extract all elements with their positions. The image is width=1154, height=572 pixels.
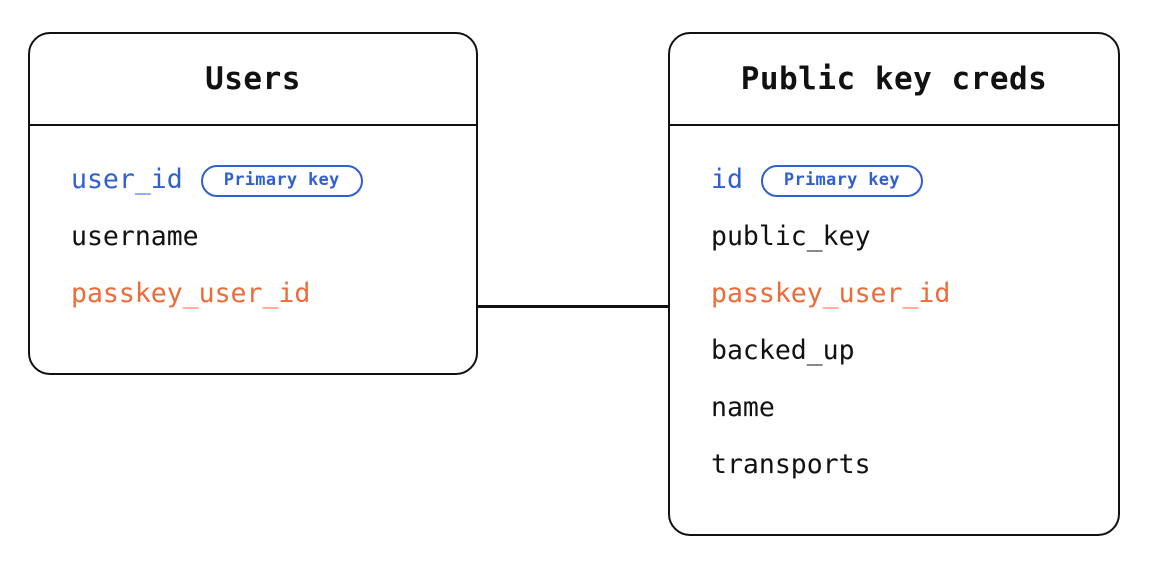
primary-key-badge-label: Primary key (223, 170, 340, 190)
field-name-username: username (71, 221, 199, 253)
field-row-backed-up[interactable]: backed_up (711, 323, 1118, 380)
field-row-name[interactable]: name (711, 380, 1118, 437)
primary-key-badge: Primary key (200, 164, 363, 197)
field-row-id[interactable]: id Primary key (711, 152, 1118, 209)
entity-public-key-creds-title: Public key creds (740, 61, 1048, 97)
relationship-connector-users-to-public-key-creds[interactable] (476, 305, 670, 308)
entity-public-key-creds[interactable]: Public key creds id Primary key public_k… (668, 32, 1120, 536)
entity-users-field-list: user_id Primary key username passkey_use… (30, 126, 476, 373)
field-name-name: name (711, 392, 775, 424)
field-name-passkey-user-id: passkey_user_id (71, 278, 311, 310)
entity-public-key-creds-header: Public key creds (670, 34, 1118, 126)
entity-public-key-creds-field-list: id Primary key public_key passkey_user_i… (670, 126, 1118, 534)
field-name-passkey-user-id: passkey_user_id (711, 278, 951, 310)
primary-key-badge: Primary key (760, 164, 923, 197)
field-row-public-key[interactable]: public_key (711, 209, 1118, 266)
entity-users[interactable]: Users user_id Primary key username passk… (28, 32, 478, 375)
field-name-transports: transports (711, 449, 871, 481)
field-row-username[interactable]: username (71, 209, 476, 266)
field-row-passkey-user-id[interactable]: passkey_user_id (71, 266, 476, 323)
field-name-backed-up: backed_up (711, 335, 855, 367)
field-name-id: id (711, 164, 743, 196)
entity-users-title: Users (205, 61, 301, 97)
field-row-user-id[interactable]: user_id Primary key (71, 152, 476, 209)
field-row-passkey-user-id[interactable]: passkey_user_id (711, 266, 1118, 323)
entity-users-header: Users (30, 34, 476, 126)
field-name-user-id: user_id (71, 164, 183, 196)
field-row-transports[interactable]: transports (711, 437, 1118, 494)
field-name-public-key: public_key (711, 221, 871, 253)
primary-key-badge-label: Primary key (783, 170, 900, 190)
